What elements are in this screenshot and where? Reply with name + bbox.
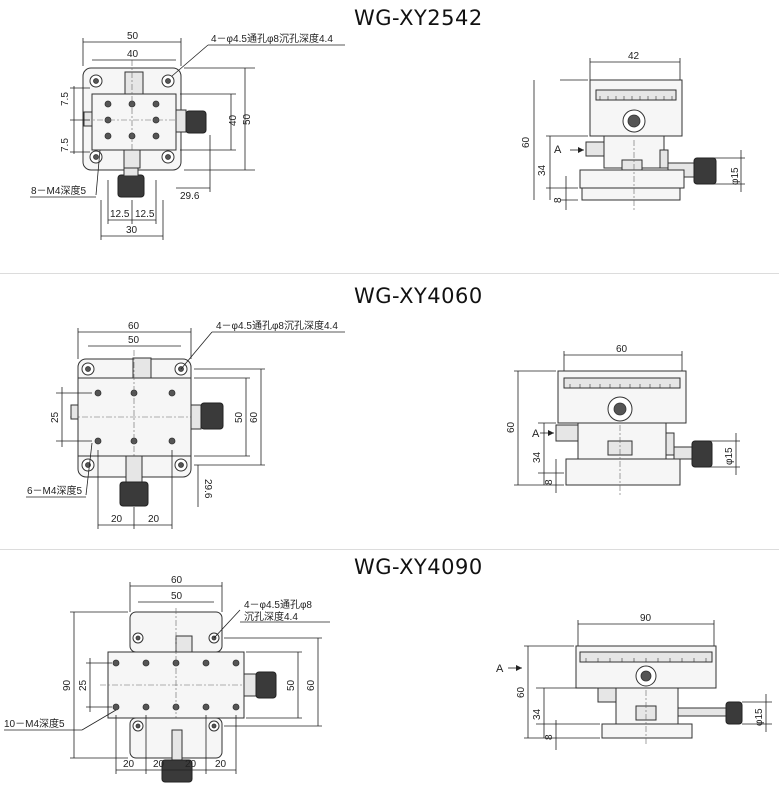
dim-phi15: φ15 xyxy=(724,447,735,465)
dim-29.6: 29.6 xyxy=(180,191,200,202)
scale-strip xyxy=(595,89,677,101)
view-label-a: A xyxy=(496,663,504,675)
scale-strip xyxy=(563,377,681,389)
dim-7.5-b: 7.5 xyxy=(60,138,71,152)
micrometer-knob-x xyxy=(185,110,207,134)
base-block xyxy=(579,169,685,189)
dim-60: 60 xyxy=(616,344,628,355)
dim-29.6: 29.6 xyxy=(202,479,213,499)
dim-42: 42 xyxy=(628,51,640,62)
tap-note: 8－M4深度5 xyxy=(31,184,86,197)
base-block xyxy=(601,723,693,739)
dim-8: 8 xyxy=(553,197,564,203)
dim-12.5-b: 12.5 xyxy=(135,209,155,220)
dim-34: 34 xyxy=(532,451,543,463)
xy4090-side-view: 90 60 34 8 A φ15 xyxy=(496,613,772,750)
dim-50: 50 xyxy=(127,31,139,42)
dim-20-c: 20 xyxy=(185,759,197,770)
base-block xyxy=(565,458,681,486)
hole-note: 4－φ4.5通孔φ8沉孔深度4.4 xyxy=(216,319,338,332)
dim-8: 8 xyxy=(544,479,555,485)
dim-90: 90 xyxy=(62,679,73,691)
micrometer-knob-x xyxy=(255,671,277,699)
dim-20-a: 20 xyxy=(111,514,123,525)
dim-50-vertical: 50 xyxy=(234,411,245,423)
view-label-a: A xyxy=(532,428,540,440)
dim-25: 25 xyxy=(78,679,89,691)
dim-60: 60 xyxy=(521,136,532,148)
dim-12.5-a: 12.5 xyxy=(110,209,130,220)
dim-25: 25 xyxy=(50,411,61,423)
tapped-holes xyxy=(112,659,240,711)
dim-60-vertical: 60 xyxy=(506,421,517,433)
dim-60: 60 xyxy=(516,686,527,698)
xy4090-top-view: 60 50 90 25 50 60 20 20 20 20 4－φ4.5通孔φ8… xyxy=(4,575,330,783)
hole-note-line2: 沉孔深度4.4 xyxy=(244,610,298,623)
dim-40-vertical: 40 xyxy=(228,114,239,126)
micrometer-knob-y xyxy=(119,481,149,507)
dim-20-a: 20 xyxy=(123,759,135,770)
section-title-xy4090: WG-XY4090 xyxy=(354,555,483,579)
hole-note-line1: 4－φ4.5通孔φ8 xyxy=(244,599,312,611)
tap-note: 6－M4深度5 xyxy=(27,484,82,497)
section-title-xy2542: WG-XY2542 xyxy=(354,6,483,30)
xy2542-side-view: 42 60 34 8 A φ15 xyxy=(521,51,745,210)
side-knob xyxy=(691,440,713,468)
dim-20-b: 20 xyxy=(148,514,160,525)
section-title-xy4060: WG-XY4060 xyxy=(354,284,483,308)
dim-50-vertical: 50 xyxy=(242,113,253,125)
tap-note: 10－M4深度5 xyxy=(4,717,65,730)
dim-phi15: φ15 xyxy=(754,708,765,726)
dim-50: 50 xyxy=(171,591,183,602)
dim-60: 60 xyxy=(171,575,183,586)
dim-60-vertical: 60 xyxy=(306,679,317,691)
xy2542-top-view: 50 40 50 40 7.5 7.5 29.6 12.5 12.5 30 4－… xyxy=(30,31,345,240)
dim-8: 8 xyxy=(544,734,555,740)
dim-40: 40 xyxy=(127,49,139,60)
side-knob xyxy=(725,701,743,725)
micrometer-knob-y xyxy=(161,759,193,783)
dim-7.5-a: 7.5 xyxy=(60,92,71,106)
xy4060-top-view: 60 50 25 50 60 29.6 20 20 4－φ4.5通孔φ8沉孔深度… xyxy=(26,319,345,529)
dim-20-d: 20 xyxy=(215,759,227,770)
dim-60: 60 xyxy=(128,321,140,332)
section-divider-1 xyxy=(0,273,779,274)
micrometer-knob-x xyxy=(200,402,224,430)
dim-20-b: 20 xyxy=(153,759,165,770)
xy4060-side-view: 60 60 34 8 A φ15 xyxy=(506,344,740,495)
hole-note: 4－φ4.5通孔φ8沉孔深度4.4 xyxy=(211,32,333,45)
dim-30: 30 xyxy=(126,225,138,236)
side-knob xyxy=(693,157,717,185)
dim-60-vertical: 60 xyxy=(249,411,260,423)
dim-50: 50 xyxy=(128,335,140,346)
section-divider-2 xyxy=(0,549,779,550)
dim-90: 90 xyxy=(640,613,652,624)
view-label-a: A xyxy=(554,144,562,156)
tapped-holes xyxy=(104,100,160,140)
tapped-holes xyxy=(94,389,176,445)
dim-50-vertical: 50 xyxy=(286,679,297,691)
dim-34: 34 xyxy=(537,164,548,176)
dim-phi15: φ15 xyxy=(730,167,741,185)
dim-34: 34 xyxy=(532,708,543,720)
